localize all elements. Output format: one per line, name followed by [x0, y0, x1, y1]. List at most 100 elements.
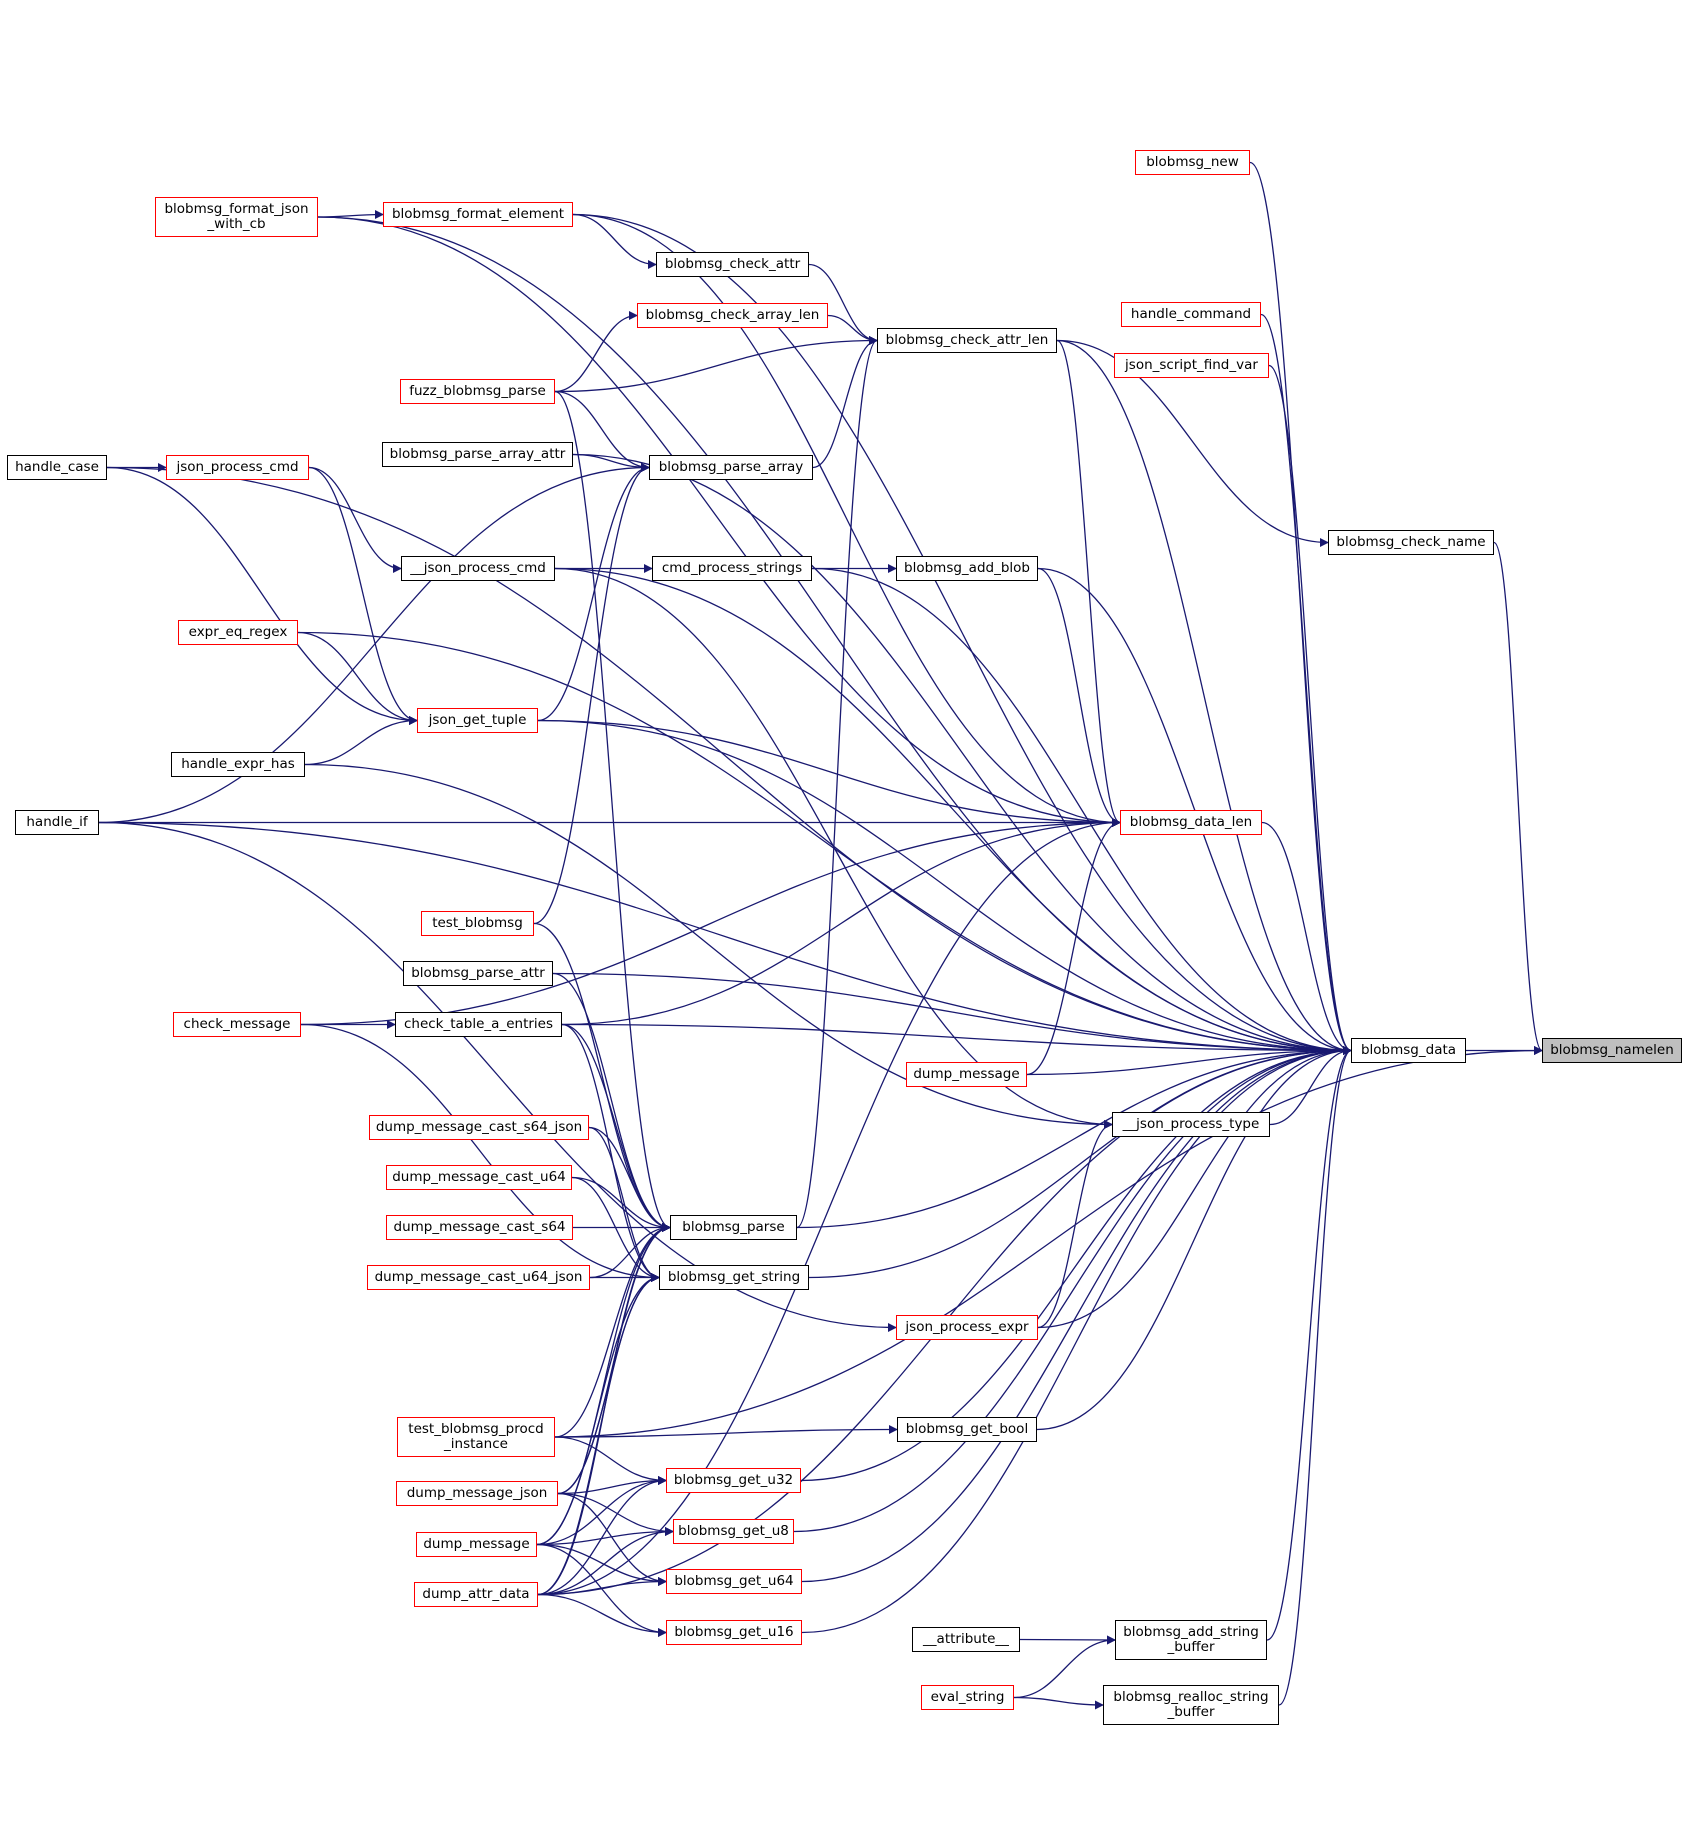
- edge-json-get-tuple-to-json-process-cmd: [308, 466, 418, 725]
- edge-json-get-tuple-to-handle-expr-has: [304, 716, 418, 766]
- edge-blobmsg-data-to-blobmsg-parse-array-attr: [572, 453, 1352, 1055]
- node-blobmsg-parse-attr[interactable]: blobmsg_parse_attr: [403, 961, 553, 986]
- node-check-message[interactable]: check_message: [173, 1012, 301, 1037]
- edge-blobmsg-get-u32-to-dump-message-2: [536, 1476, 667, 1546]
- edge-blobmsg-namelen-to-blobmsg-check-name: [1493, 541, 1543, 1055]
- node-blobmsg-realloc-string-buffer[interactable]: blobmsg_realloc_string _buffer: [1103, 1685, 1279, 1725]
- node-dump-message-2[interactable]: dump_message: [416, 1532, 537, 1557]
- node-json-process-type[interactable]: __json_process_type: [1112, 1112, 1270, 1137]
- edge-blobmsg-data-to-blobmsg-get-u32: [800, 1046, 1352, 1482]
- edge-blobmsg-add-string-buffer-to-eval-string: [1013, 1635, 1116, 1699]
- edge-blobmsg-check-array-len-to-fuzz-blobmsg-parse: [554, 311, 638, 393]
- edge-blobmsg-check-attr-to-blobmsg-format-element: [572, 213, 657, 269]
- edge-json-get-tuple-to-handle-case: [106, 466, 418, 725]
- node-dump-message-cast-s64-json[interactable]: dump_message_cast_s64_json: [369, 1115, 589, 1140]
- edge-blobmsg-parse-array-to-test-blobmsg: [533, 463, 650, 925]
- node-blobmsg-data[interactable]: blobmsg_data: [1351, 1038, 1466, 1063]
- edge-blobmsg-data-len-to-blobmsg-check-attr-len: [1056, 339, 1121, 827]
- edge-json-process-cmd-to-json-process-cmd: [308, 466, 402, 573]
- node-blobmsg-namelen: blobmsg_namelen: [1542, 1038, 1682, 1063]
- node-blobmsg-get-bool[interactable]: blobmsg_get_bool: [897, 1417, 1037, 1442]
- node-blobmsg-check-attr-len[interactable]: blobmsg_check_attr_len: [877, 328, 1057, 353]
- edge-blobmsg-data-to-blobmsg-add-blob: [1037, 567, 1352, 1055]
- node-fuzz-blobmsg-parse[interactable]: fuzz_blobmsg_parse: [400, 379, 555, 404]
- edge-blobmsg-get-string-to-dump-attr-data: [537, 1273, 660, 1596]
- edge-json-process-type-to-handle-expr-has: [304, 763, 1113, 1129]
- node-handle-case[interactable]: handle_case: [7, 455, 107, 480]
- node-dump-message-1[interactable]: dump_message: [906, 1062, 1027, 1087]
- edge-blobmsg-data-to-blobmsg-get-u64: [801, 1046, 1352, 1583]
- node-check-table-a-entries[interactable]: check_table_a_entries: [395, 1012, 562, 1037]
- node-blobmsg-check-name[interactable]: blobmsg_check_name: [1328, 530, 1494, 555]
- edge-blobmsg-get-bool-to-test-blobmsg-procd-instance: [554, 1425, 898, 1438]
- node-blobmsg-format-json-with-cb[interactable]: blobmsg_format_json _with_cb: [155, 197, 318, 237]
- node-blobmsg-check-array-len[interactable]: blobmsg_check_array_len: [637, 303, 828, 328]
- node-test-blobmsg[interactable]: test_blobmsg: [421, 911, 534, 936]
- edge-json-get-tuple-to-expr-eq-regex: [297, 631, 418, 725]
- edge-blobmsg-get-u8-to-dump-message-json: [557, 1492, 674, 1536]
- node-cmd-process-strings[interactable]: cmd_process_strings: [652, 556, 812, 581]
- node-handle-if[interactable]: handle_if: [15, 810, 99, 835]
- node-blobmsg-add-blob[interactable]: blobmsg_add_blob: [896, 556, 1038, 581]
- edge-blobmsg-data-to-blobmsg-get-u16: [801, 1046, 1352, 1634]
- node-expr-eq-regex[interactable]: expr_eq_regex: [178, 620, 298, 645]
- edge-blobmsg-data-to-blobmsg-parse: [796, 1046, 1352, 1229]
- edge-blobmsg-data-to-blobmsg-realloc-string-buffer: [1278, 1046, 1352, 1706]
- node-blobmsg-check-attr[interactable]: blobmsg_check_attr: [656, 252, 809, 277]
- node-blobmsg-get-u64[interactable]: blobmsg_get_u64: [666, 1569, 802, 1594]
- node-blobmsg-parse[interactable]: blobmsg_parse: [670, 1215, 797, 1240]
- edge-blobmsg-namelen-to-test-blobmsg-procd-instance: [554, 1046, 1543, 1438]
- edge-blobmsg-data-to-blobmsg-check-attr-len: [1056, 339, 1352, 1055]
- node-json-process-cmd[interactable]: __json_process_cmd: [401, 556, 555, 581]
- edge-blobmsg-parse-to-check-table-a-entries: [561, 1023, 671, 1232]
- edge-blobmsg-parse-to-dump-message-cast-s64-json: [588, 1126, 671, 1232]
- node-dump-message-json[interactable]: dump_message_json: [396, 1481, 558, 1506]
- node-blobmsg-get-u8[interactable]: blobmsg_get_u8: [673, 1519, 794, 1544]
- node-dump-message-cast-s64[interactable]: dump_message_cast_s64: [386, 1215, 573, 1240]
- node-attribute--[interactable]: __attribute__: [912, 1627, 1020, 1652]
- node-dump-message-cast-u64-json[interactable]: dump_message_cast_u64_json: [367, 1265, 590, 1290]
- edge-blobmsg-parse-to-dump-message-cast-u64: [571, 1176, 671, 1232]
- edge-blobmsg-get-u16-to-dump-message-2: [536, 1543, 667, 1637]
- node-dump-message-cast-u64[interactable]: dump_message_cast_u64: [386, 1165, 572, 1190]
- node-dump-attr-data[interactable]: dump_attr_data: [414, 1582, 538, 1607]
- node-json-get-tuple[interactable]: json_get_tuple: [417, 708, 538, 733]
- node-eval-string[interactable]: eval_string: [921, 1685, 1014, 1710]
- node-blobmsg-parse-array-attr[interactable]: blobmsg_parse_array_attr: [382, 442, 573, 467]
- node-test-blobmsg-procd-instance[interactable]: test_blobmsg_procd _instance: [397, 1417, 555, 1457]
- edge-blobmsg-check-attr-len-to-blobmsg-parse: [796, 336, 878, 1229]
- edge-blobmsg-get-u64-to-dump-message-2: [536, 1543, 667, 1586]
- node-json-script-find-var[interactable]: json_script_find_var: [1114, 353, 1269, 378]
- edge-blobmsg-get-string-to-check-message: [300, 1023, 660, 1282]
- edge-blobmsg-get-u64-to-dump-message-json: [557, 1492, 667, 1586]
- node-blobmsg-parse-array[interactable]: blobmsg_parse_array: [649, 455, 813, 480]
- edge-blobmsg-data-to-json-process-type: [1269, 1046, 1352, 1126]
- edge-blobmsg-check-attr-len-to-fuzz-blobmsg-parse: [554, 336, 878, 393]
- edge-blobmsg-data-len-to-dump-message-1: [1026, 818, 1121, 1076]
- edge-blobmsg-format-element-to-blobmsg-format-json-with-cb: [317, 210, 384, 220]
- edge-blobmsg-data-len-to-json-get-tuple: [537, 719, 1121, 827]
- node-blobmsg-data-len[interactable]: blobmsg_data_len: [1120, 810, 1262, 835]
- node-blobmsg-get-u32[interactable]: blobmsg_get_u32: [666, 1468, 801, 1493]
- edge-blobmsg-check-attr-len-to-blobmsg-parse-array: [812, 336, 878, 469]
- edge-blobmsg-parse-to-dump-message-cast-u64-json: [589, 1223, 671, 1279]
- node-blobmsg-get-string[interactable]: blobmsg_get_string: [659, 1265, 809, 1290]
- edge-blobmsg-check-name-to-blobmsg-check-attr-len: [1056, 339, 1329, 547]
- node-json-process-expr[interactable]: json_process_expr: [896, 1315, 1038, 1340]
- node-blobmsg-format-element[interactable]: blobmsg_format_element: [383, 202, 573, 227]
- node-blobmsg-add-string-buffer[interactable]: blobmsg_add_string _buffer: [1115, 1620, 1267, 1660]
- node-json-process-cmd[interactable]: json_process_cmd: [166, 455, 309, 480]
- node-blobmsg-new[interactable]: blobmsg_new: [1135, 150, 1250, 175]
- edge-blobmsg-data-to-handle-if: [98, 821, 1352, 1055]
- edge-blobmsg-parse-array-to-handle-if: [98, 463, 650, 824]
- node-blobmsg-get-u16[interactable]: blobmsg_get_u16: [666, 1620, 802, 1645]
- edge-blobmsg-data-to-blobmsg-parse-attr: [552, 972, 1352, 1055]
- edge-blobmsg-data-len-to-dump-attr-data: [537, 818, 1121, 1596]
- edge-blobmsg-get-u8-to-dump-attr-data: [537, 1527, 674, 1596]
- edge-blobmsg-data-len-to-check-table-a-entries: [561, 818, 1121, 1026]
- node-handle-expr-has[interactable]: handle_expr_has: [171, 752, 305, 777]
- edge-blobmsg-data-to-check-table-a-entries: [561, 1023, 1352, 1055]
- node-handle-command[interactable]: handle_command: [1121, 302, 1261, 327]
